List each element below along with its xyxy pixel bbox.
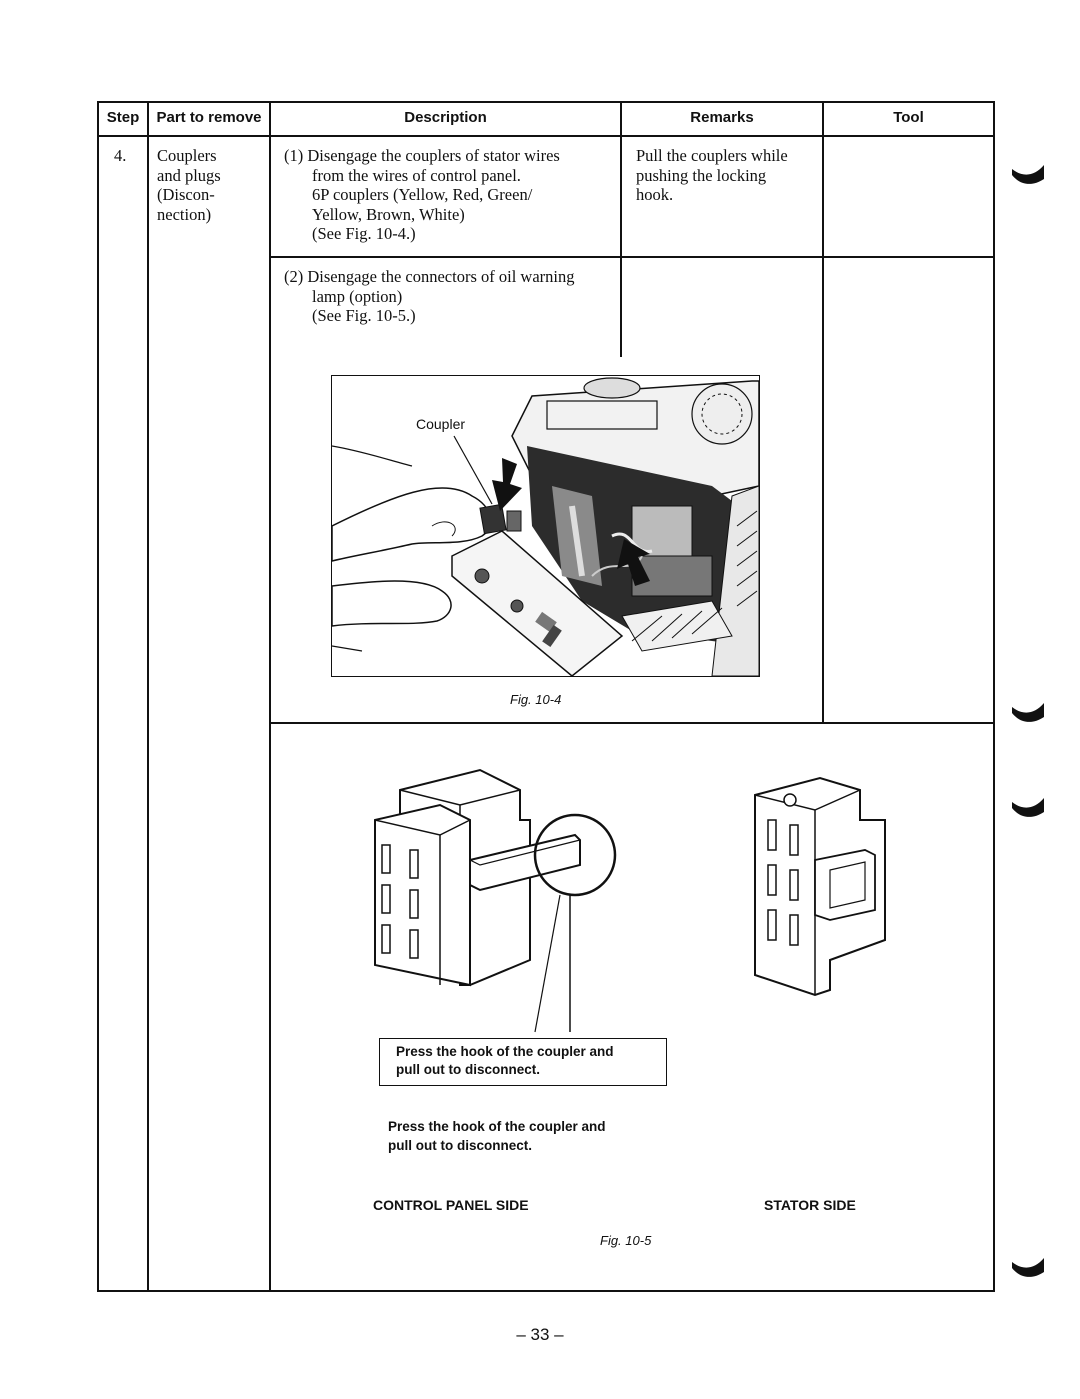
step-number: 4.: [114, 146, 127, 165]
figure-10-5-caption: Fig. 10-5: [600, 1233, 652, 1248]
header-part-to-remove: Part to remove: [156, 109, 262, 126]
header-description: Description: [404, 109, 487, 126]
description-step-2: (2) Disengage the connectors of oil warn…: [284, 267, 575, 325]
header-tool: Tool: [893, 109, 924, 126]
margin-tab-mark-1: [1012, 165, 1044, 184]
coupler-diagram: [374, 768, 886, 1033]
description-step-1: (1) Disengage the couplers of stator wir…: [284, 146, 560, 243]
stator-coupler-drawing: [754, 776, 886, 997]
margin-tab-mark-2: [1012, 703, 1044, 722]
margin-tab-mark-4: [1012, 1258, 1044, 1277]
engine-coupler-illustration: [332, 377, 759, 676]
page-number: – 33 –: [516, 1325, 564, 1344]
figure-10-4-photo: Coupler: [331, 375, 760, 677]
control-panel-side-label: CONTROL PANEL SIDE: [373, 1197, 529, 1213]
hook-instruction-text: Press the hook of the coupler and pull o…: [388, 1119, 606, 1153]
control-panel-coupler-drawing: [374, 768, 617, 1033]
coupler-label: Coupler: [414, 416, 468, 432]
margin-tab-mark-3: [1012, 798, 1044, 817]
stator-side-label: STATOR SIDE: [764, 1197, 856, 1213]
figure-10-4-caption: Fig. 10-4: [510, 692, 562, 707]
part-to-remove: Couplers and plugs (Discon- nection): [157, 146, 221, 224]
header-remarks: Remarks: [690, 109, 754, 126]
hook-instruction-box: Press the hook of the coupler and pull o…: [379, 1038, 667, 1086]
header-step: Step: [106, 109, 140, 126]
remarks-step-1: Pull the couplers while pushing the lock…: [636, 146, 788, 204]
